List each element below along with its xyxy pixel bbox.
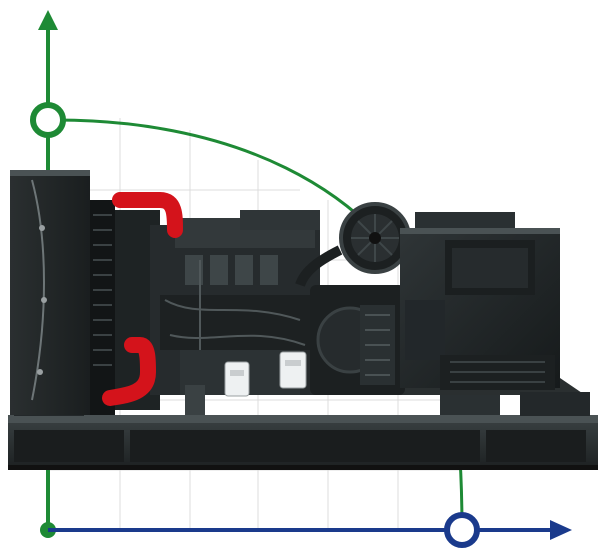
generator-set: [8, 170, 598, 470]
horizontal-axis: [48, 512, 572, 548]
blue-ring-marker-icon: [444, 512, 480, 548]
alternator: [400, 212, 560, 415]
coolant-hoses: [102, 192, 183, 406]
right-arrow-icon: [550, 520, 572, 540]
oil-filters: [224, 351, 307, 397]
green-ring-marker-icon: [30, 102, 66, 138]
air-filter: [295, 202, 411, 287]
up-arrow-icon: [38, 10, 58, 30]
flywheel-housing: [310, 285, 405, 395]
base-frame: [8, 378, 598, 470]
